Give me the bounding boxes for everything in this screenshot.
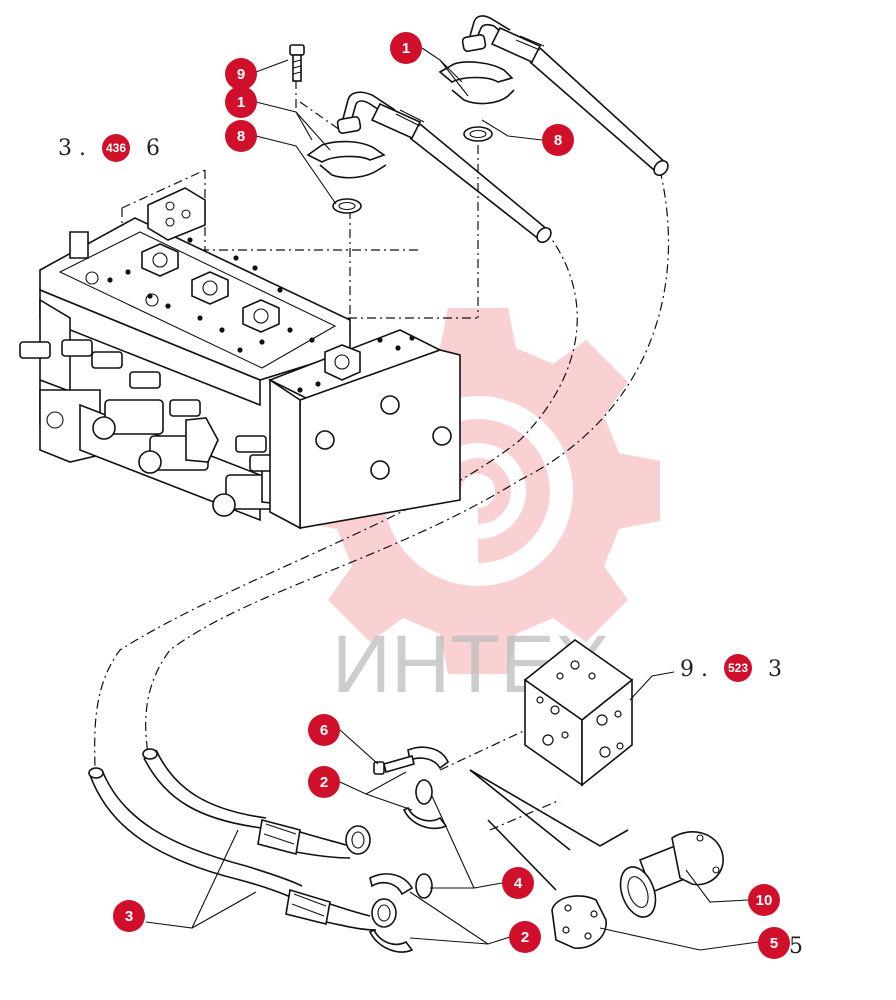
callout-1[interactable]: 1 bbox=[225, 86, 257, 118]
leader-lines bbox=[145, 47, 759, 951]
lower-hoses bbox=[88, 639, 724, 953]
control-valve-assembly bbox=[19, 187, 461, 530]
callout-label: 2 bbox=[521, 929, 529, 946]
callout-label: 1 bbox=[402, 40, 410, 57]
callout-8[interactable]: 8 bbox=[225, 120, 257, 152]
callout-5[interactable]: 5 bbox=[758, 927, 790, 959]
trailing-label-5: 5 bbox=[789, 934, 803, 959]
reference-suffix: 3 bbox=[768, 657, 782, 682]
callout-10[interactable]: 10 bbox=[748, 884, 780, 916]
callout-label: 2 bbox=[320, 774, 328, 791]
callout-label: 8 bbox=[554, 132, 562, 149]
callout-1[interactable]: 1 bbox=[390, 32, 422, 64]
callout-2[interactable]: 2 bbox=[308, 766, 340, 798]
reference-prefix: 3 . bbox=[58, 136, 86, 161]
callout-label: 4 bbox=[514, 875, 523, 892]
reference-badge-text: 436 bbox=[106, 141, 126, 155]
callout-label: 1 bbox=[237, 94, 245, 111]
reference-badge bbox=[724, 654, 752, 682]
reference-badge bbox=[102, 134, 130, 162]
callout-label: 10 bbox=[756, 892, 773, 909]
callout-2[interactable]: 2 bbox=[509, 921, 541, 953]
callout-label: 3 bbox=[125, 908, 133, 925]
callout-6[interactable]: 6 bbox=[308, 714, 340, 746]
reference-suffix: 6 bbox=[146, 136, 160, 161]
callout-label: 9 bbox=[237, 66, 245, 83]
reference-top-left: 3 . 436 6 bbox=[58, 134, 160, 162]
reference-badge-text: 523 bbox=[728, 661, 748, 675]
callout-4[interactable]: 4 bbox=[502, 867, 534, 899]
callout-8[interactable]: 8 bbox=[542, 124, 574, 156]
callout-label: 8 bbox=[237, 128, 245, 145]
callout-label: 6 bbox=[320, 722, 328, 739]
callout-9[interactable]: 9 bbox=[225, 58, 257, 90]
reference-right: 9 . 523 3 bbox=[680, 654, 782, 682]
reference-prefix: 9 . bbox=[680, 657, 708, 682]
upper-hoses bbox=[289, 15, 669, 244]
callout-label: 5 bbox=[770, 935, 778, 952]
callout-3[interactable]: 3 bbox=[113, 900, 145, 932]
